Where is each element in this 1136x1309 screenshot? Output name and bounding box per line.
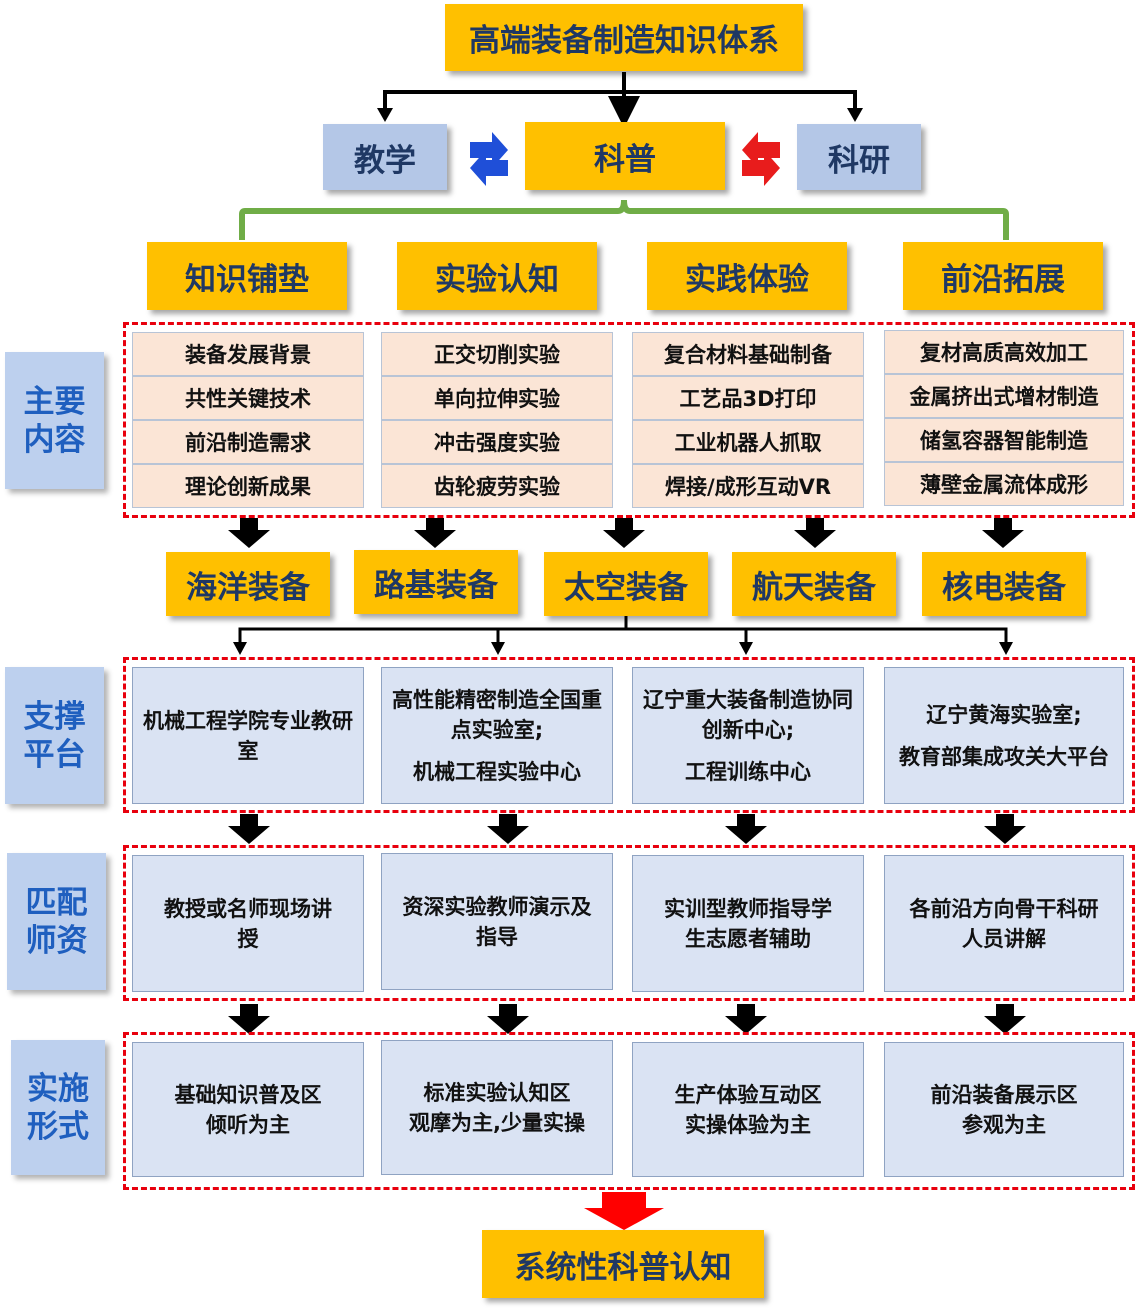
teacher-cell: 教授或名师现场讲授 — [132, 855, 364, 992]
platform-cell: 辽宁重大装备制造协同创新中心; 工程训练中心 — [632, 667, 864, 804]
equipment-branch-lines — [238, 616, 1008, 645]
form-area: 标准实验认知区 — [423, 1080, 571, 1105]
platform-cell: 机械工程学院专业教研室 — [132, 667, 364, 804]
row-label-content: 主要 内容 — [5, 352, 104, 489]
platform-line: 工程训练中心 — [685, 759, 811, 784]
platform-line: 辽宁黄海实验室; — [926, 702, 1082, 727]
root-branch-lines — [383, 72, 857, 128]
module-frontier-expansion: 前沿拓展 — [903, 242, 1103, 310]
form-area: 基础知识普及区 — [174, 1082, 322, 1107]
content-to-equipment-arrows — [228, 518, 1024, 548]
platform-section-frame — [123, 657, 1135, 813]
module-experiment-cognition: 实验认知 — [397, 242, 597, 310]
pillar-right-arrowhead — [847, 108, 863, 122]
teacher-cell: 实训型教师指导学生志愿者辅助 — [632, 855, 864, 992]
form-mode: 倾听为主 — [206, 1112, 290, 1137]
content-cell: 金属挤出式增材制造 — [884, 374, 1124, 418]
content-cell: 齿轮疲劳实验 — [381, 464, 613, 508]
row-label-platform: 支撑 平台 — [5, 667, 104, 804]
platform-cell: 辽宁黄海实验室; 教育部集成攻关大平台 — [884, 667, 1124, 804]
form-cell: 基础知识普及区 倾听为主 — [132, 1042, 364, 1177]
content-cell: 储氢容器智能制造 — [884, 418, 1124, 462]
content-cell: 共性关键技术 — [132, 376, 364, 420]
content-cell: 前沿制造需求 — [132, 420, 364, 464]
platform-to-teacher-arrows — [228, 814, 1026, 844]
form-mode: 参观为主 — [962, 1112, 1046, 1137]
form-area: 生产体验互动区 — [674, 1082, 822, 1107]
form-section-frame — [123, 1032, 1135, 1190]
platform-line: 机械工程学院专业教研室 — [143, 708, 353, 763]
module-knowledge-foundation: 知识铺垫 — [147, 242, 347, 310]
content-cell: 理论创新成果 — [132, 464, 364, 508]
content-cell: 装备发展背景 — [132, 332, 364, 376]
equipment-roadbed: 路基装备 — [354, 550, 518, 614]
green-brace — [239, 199, 1009, 240]
equipment-ocean: 海洋装备 — [166, 552, 330, 616]
content-cell: 正交切削实验 — [381, 332, 613, 376]
platform-line: 辽宁重大装备制造协同创新中心; — [643, 687, 853, 742]
content-cell: 冲击强度实验 — [381, 420, 613, 464]
row-label-forms: 实施 形式 — [11, 1040, 105, 1175]
result-red-arrow-icon — [584, 1192, 664, 1230]
platform-line: 机械工程实验中心 — [413, 759, 581, 784]
equipment-branch-arrowheads — [233, 642, 1013, 655]
content-cell: 工艺品3D打印 — [632, 376, 864, 420]
equipment-aerospace: 航天装备 — [732, 552, 896, 616]
form-area: 前沿装备展示区 — [930, 1082, 1078, 1107]
content-cell: 单向拉伸实验 — [381, 376, 613, 420]
content-cell: 复合材料基础制备 — [632, 332, 864, 376]
platform-line: 高性能精密制造全国重点实验室; — [392, 687, 602, 742]
pillar-left-arrowhead — [377, 108, 393, 122]
form-cell: 标准实验认知区 观摩为主,少量实操 — [381, 1040, 613, 1175]
form-cell: 生产体验互动区 实操体验为主 — [632, 1042, 864, 1177]
content-cell: 薄壁金属流体成形 — [884, 462, 1124, 506]
content-section-frame — [123, 322, 1135, 518]
content-cell: 工业机器人抓取 — [632, 420, 864, 464]
teacher-to-form-arrows — [228, 1004, 1026, 1034]
swap-arrows-red-icon — [742, 132, 780, 186]
platform-line: 教育部集成攻关大平台 — [899, 744, 1109, 769]
platform-cell: 高性能精密制造全国重点实验室; 机械工程实验中心 — [381, 667, 613, 804]
swap-arrows-blue-icon — [470, 132, 508, 186]
row-label-teachers: 匹配 师资 — [7, 853, 106, 990]
pillar-teaching: 教学 — [323, 124, 447, 190]
equipment-space: 太空装备 — [544, 552, 708, 616]
form-cell: 前沿装备展示区 参观为主 — [884, 1042, 1124, 1177]
pillar-popular-science: 科普 — [525, 122, 725, 190]
equipment-nuclear: 核电装备 — [922, 552, 1086, 616]
teacher-cell: 各前沿方向骨干科研人员讲解 — [884, 855, 1124, 992]
form-mode: 观摩为主,少量实操 — [409, 1110, 585, 1135]
module-practice-experience: 实践体验 — [647, 242, 847, 310]
form-mode: 实操体验为主 — [685, 1112, 811, 1137]
teacher-section-frame — [123, 845, 1135, 1001]
teacher-cell: 资深实验教师演示及指导 — [381, 853, 613, 990]
content-cell: 复材高质高效加工 — [884, 330, 1124, 374]
result-title: 系统性科普认知 — [482, 1230, 764, 1298]
pillar-research: 科研 — [797, 124, 921, 190]
root-title: 高端装备制造知识体系 — [445, 4, 803, 71]
content-cell: 焊接/成形互动VR — [632, 464, 864, 508]
